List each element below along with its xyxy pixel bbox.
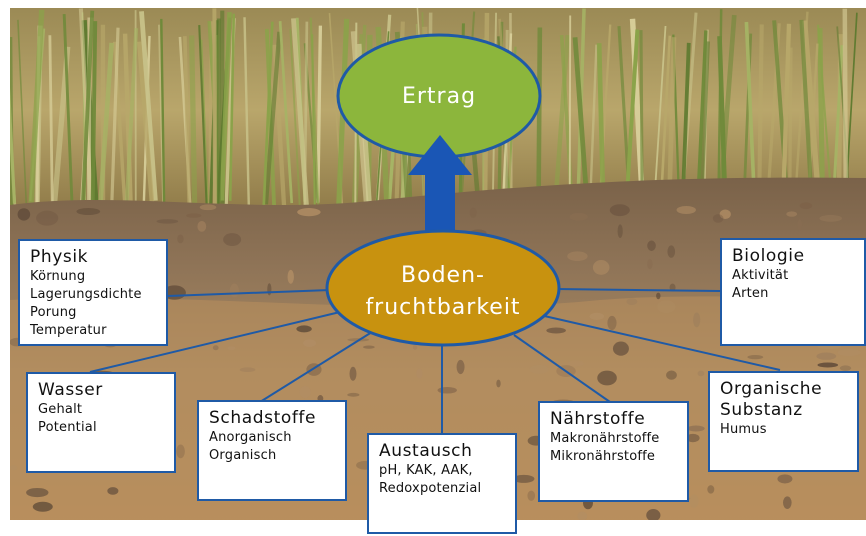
factor-item: Anorganisch [209, 430, 292, 445]
factor-box-organische-substanz: Organische Substanz Humus [708, 371, 859, 472]
factor-item: Mikronährstoffe [550, 449, 656, 464]
factor-title-line2: Substanz [720, 400, 803, 420]
connector-schadstoffe [259, 331, 373, 403]
factor-item: Potential [38, 420, 97, 435]
factor-item: Arten [732, 286, 769, 301]
factor-title: Biologie [732, 246, 805, 266]
fertility-label-line2: fruchtbarkeit [365, 295, 521, 320]
connector-organische [539, 314, 781, 371]
factor-item: Lagerungsdichte [30, 287, 142, 302]
factor-item: Temperatur [30, 323, 107, 338]
fertility-label-line1: Boden- [401, 263, 485, 288]
yield-label: Ertrag [369, 84, 509, 109]
connector-wasser [89, 311, 341, 373]
factor-item: Makronährstoffe [550, 431, 660, 446]
factor-title: Physik [30, 247, 89, 267]
factor-item: Körnung [30, 269, 86, 284]
connector-naehrstoffe [513, 334, 611, 403]
factor-title: Nährstoffe [550, 409, 646, 429]
factor-item: Aktivität [732, 268, 789, 283]
connector-lines [89, 288, 781, 433]
factor-box-naehrstoffe: Nährstoffe Makronährstoffe Mikronährstof… [538, 401, 689, 502]
fertility-oval [325, 229, 561, 347]
connector-biologie [555, 288, 721, 292]
yield-label-text: Ertrag [401, 84, 477, 109]
factor-title: Austausch [379, 441, 473, 461]
factor-item: Porung [30, 305, 77, 320]
factor-box-physik: Physik Körnung Lagerungsdichte Porung Te… [18, 239, 168, 346]
factor-box-schadstoffe: Schadstoffe Anorganisch Organisch [197, 400, 347, 501]
factor-item: Organisch [209, 448, 277, 463]
factor-title-line1: Organische [720, 379, 823, 399]
connector-physik [167, 289, 331, 297]
factor-item: Gehalt [38, 402, 83, 417]
factor-item: Redoxpotenzial [379, 481, 482, 496]
factor-box-wasser: Wasser Gehalt Potential [26, 372, 176, 473]
up-arrow-icon [408, 135, 472, 245]
factor-box-biologie: Biologie Aktivität Arten [720, 238, 866, 346]
factor-item: Humus [720, 422, 767, 437]
factor-title: Schadstoffe [209, 408, 317, 428]
factor-item: pH, KAK, AAK, [379, 463, 473, 478]
fertility-label: Boden- fruchtbarkeit [348, 260, 538, 324]
factor-box-austausch: Austausch pH, KAK, AAK, Redoxpotenzial [367, 433, 517, 534]
factor-title: Wasser [38, 380, 103, 400]
